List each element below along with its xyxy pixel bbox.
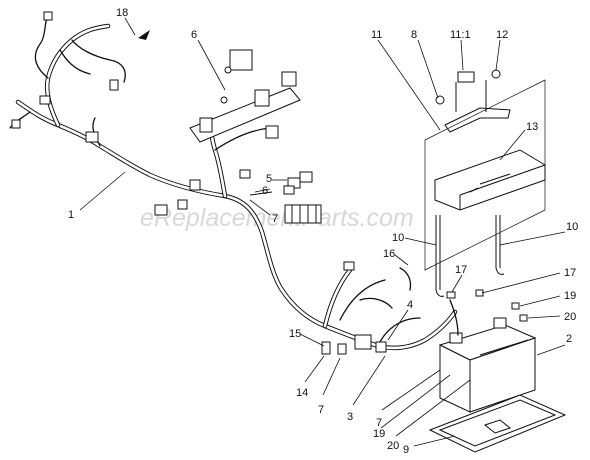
- battery-tray: [428, 394, 567, 453]
- callout-12: 12: [496, 29, 508, 41]
- callout-6-mid: 6: [262, 185, 268, 197]
- leader-lines: [79, 17, 566, 447]
- callout-11: 11: [371, 29, 382, 41]
- callout-10-right: 10: [566, 221, 578, 233]
- callout-16: 16: [383, 248, 395, 260]
- callout-5: 5: [266, 173, 272, 185]
- connector-bracket: [189, 49, 301, 143]
- arrow-18: [138, 30, 150, 40]
- callout-1: 1: [68, 209, 74, 221]
- callout-20-right: 20: [564, 311, 576, 323]
- fuse-block: [249, 171, 322, 224]
- callout-labels: 18 6 11 8 11:1 12 13 1 5 6 7 10 10 16 17…: [68, 7, 578, 456]
- callout-19-right: 19: [564, 290, 576, 302]
- battery: [438, 317, 537, 413]
- callout-15: 15: [289, 328, 301, 340]
- callout-19-low: 19: [373, 428, 385, 440]
- hold-down-bracket: [424, 69, 546, 271]
- harness-connectors: [11, 11, 387, 353]
- callout-18: 18: [116, 7, 128, 19]
- j-bolts: [435, 215, 505, 297]
- callout-6-top: 6: [191, 29, 197, 41]
- battery-cables: [321, 267, 528, 355]
- callout-3: 3: [347, 411, 353, 423]
- callout-8: 8: [411, 29, 417, 41]
- callout-9: 9: [403, 444, 409, 456]
- callout-7-low-right: 7: [376, 417, 382, 429]
- callout-7-mid: 7: [272, 213, 278, 225]
- callout-4: 4: [407, 299, 413, 311]
- callout-11-1: 11:1: [450, 29, 471, 41]
- battery-cover: [434, 149, 546, 211]
- callout-10-left: 10: [392, 232, 404, 244]
- callout-20-low: 20: [387, 440, 399, 452]
- callout-17-right: 17: [564, 267, 576, 279]
- callout-7-low-left: 7: [318, 404, 324, 416]
- callout-17-left: 17: [455, 264, 467, 276]
- callout-2: 2: [566, 333, 572, 345]
- callout-14: 14: [296, 387, 308, 399]
- callout-13: 13: [526, 121, 538, 133]
